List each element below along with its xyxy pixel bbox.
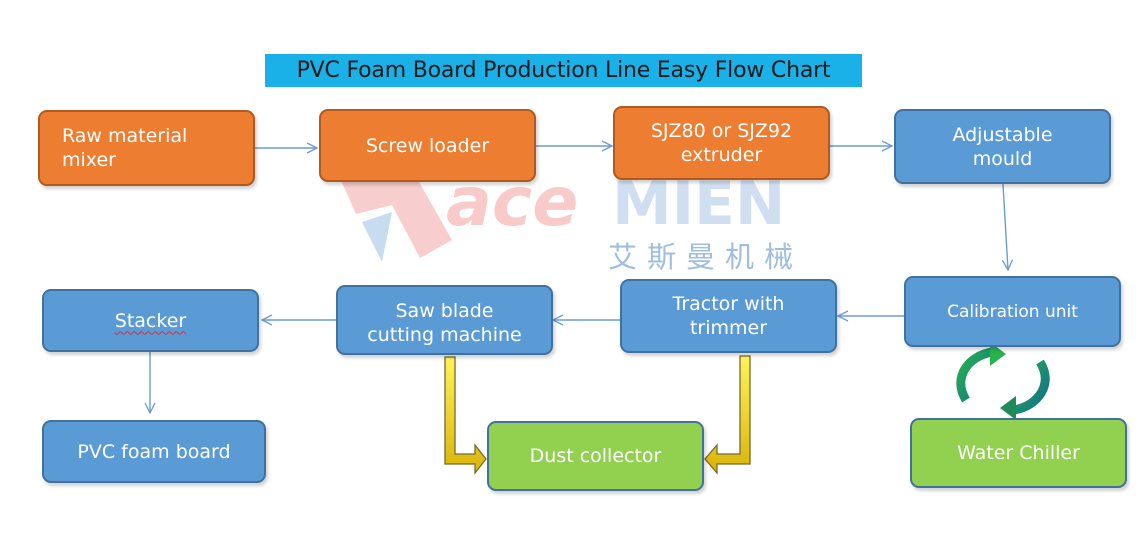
watermark-mien-text: MIEN	[612, 169, 785, 239]
node-adjustable-mould: Adjustable mould	[894, 109, 1111, 184]
node-extruder: SJZ80 or SJZ92 extruder	[613, 106, 830, 180]
node-label: Dust collector	[529, 445, 662, 467]
node-pvc-foam-board: PVC foam board	[42, 420, 266, 483]
node-label: Calibration unit	[947, 301, 1078, 322]
arrow-mould-to-calibration	[1003, 183, 1008, 270]
node-raw-material-mixer: Raw material mixer	[38, 110, 255, 186]
watermark-chinese-text: 艾斯曼机械	[608, 240, 804, 274]
node-stacker: Stacker	[42, 289, 259, 352]
node-label: Tractor with trimmer	[672, 293, 785, 339]
node-label: Raw material mixer	[62, 125, 188, 171]
dust-arrow-left	[444, 356, 487, 475]
cycle-arrows-icon	[956, 342, 1050, 420]
dust-arrow-right	[704, 355, 751, 475]
watermark-logo: ace MIEN	[340, 163, 785, 262]
flow-arrows	[150, 146, 1008, 413]
node-calibration-unit: Calibration unit	[904, 276, 1121, 347]
node-label: SJZ80 or SJZ92 extruder	[650, 120, 793, 166]
node-label: Saw blade cutting machine	[367, 300, 522, 346]
dust-arrows	[444, 355, 751, 475]
node-label: PVC foam board	[77, 440, 231, 463]
node-label: Adjustable mould	[952, 123, 1053, 170]
node-saw-blade-cutting-machine: Saw blade cutting machine	[336, 285, 553, 355]
node-screw-loader: Screw loader	[319, 109, 536, 182]
node-tractor-with-trimmer: Tractor with trimmer	[620, 279, 837, 353]
watermark-logo-icon	[340, 166, 452, 258]
node-dust-collector: Dust collector	[487, 421, 704, 491]
node-label: Screw loader	[365, 134, 490, 157]
chart-title: PVC Foam Board Production Line Easy Flow…	[265, 54, 862, 87]
node-label: Stacker	[114, 309, 187, 332]
node-water-chiller: Water Chiller	[910, 418, 1127, 488]
node-label: Water Chiller	[957, 442, 1080, 464]
